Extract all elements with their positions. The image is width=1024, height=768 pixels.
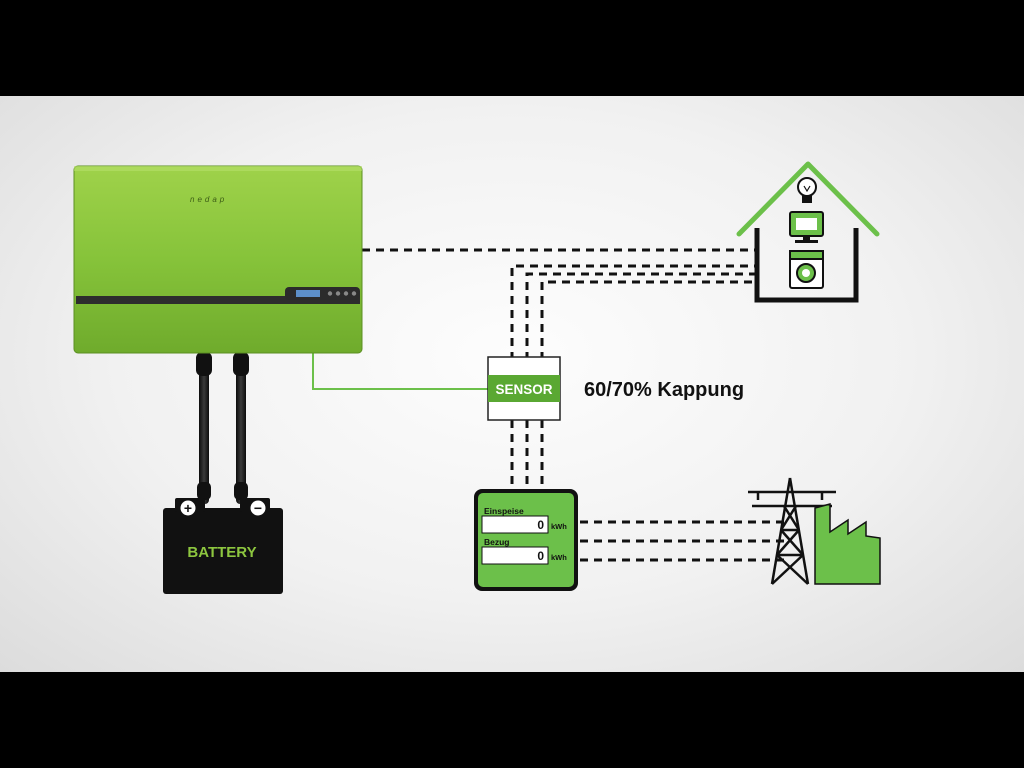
washing-machine-icon: [789, 250, 824, 289]
kappung-caption: 60/70% Kappung: [584, 379, 744, 401]
letterbox-bottom: [0, 672, 1024, 768]
meter-einspeise-value: 0: [537, 518, 544, 532]
battery-plus-sign: +: [184, 500, 192, 516]
inverter-brand-logo: nedap: [190, 195, 227, 204]
house-roof-icon: [736, 161, 880, 237]
battery-minus-sign: −: [254, 500, 262, 516]
battery-label: BATTERY: [187, 544, 256, 561]
meter-bezug-unit: kWh: [551, 553, 567, 562]
house-walls: [754, 228, 859, 303]
power-pylon-icon: [748, 477, 836, 585]
meter-einspeise-label: Einspeise: [484, 506, 524, 516]
letterbox-top: [0, 0, 1024, 96]
battery: + − BATTERY: [163, 498, 283, 594]
meter-bezug-label: Bezug: [484, 537, 510, 547]
grid-wiring: [580, 520, 790, 562]
lightbulb-icon: [797, 177, 817, 203]
meter-einspeise-unit: kWh: [551, 522, 567, 531]
inverter-display: [296, 290, 320, 297]
house-wiring: [362, 248, 755, 360]
sensor-label: SENSOR: [495, 382, 552, 397]
inverter: nedap: [73, 165, 363, 354]
sensor-box: SENSOR: [487, 356, 561, 421]
meter-wiring: [510, 420, 544, 490]
tv-icon: [789, 211, 824, 243]
battery-cables: [196, 352, 249, 504]
sensor-signal-line: [312, 350, 488, 390]
factory-icon: [814, 503, 881, 585]
energy-meter: Einspeise 0 kWh Bezug 0 kWh: [474, 489, 578, 591]
house: [736, 161, 880, 303]
meter-bezug-value: 0: [537, 549, 544, 563]
